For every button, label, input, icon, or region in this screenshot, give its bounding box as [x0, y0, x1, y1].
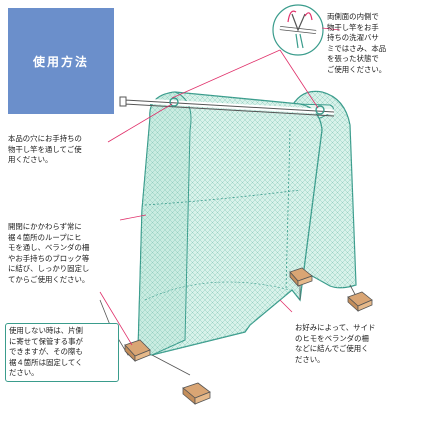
usage-title: 使用方法 [8, 8, 114, 114]
weight-block-back-right [347, 291, 373, 312]
note-fix-loops: 開閉にかかわらず常に 裾４箇所のループにヒ モを通し、ベランダの柵 やお手持ちの… [8, 222, 90, 284]
note-pole-hole: 本品の穴にお手持ちの 物干し竿を通してご使 用ください。 [8, 134, 82, 165]
leader-lines [99, 27, 341, 346]
weight-block-back-left [289, 267, 313, 288]
note-storage: 使用しない時は、片側 に寄せて保管する事が できますが、その際も 裾４箇所は固定… [5, 323, 119, 382]
note-side-strings: お好みによって、サイド のヒモをベランダの柵 などに結んでご使用く ださい。 [295, 323, 376, 364]
drying-pole [119, 96, 335, 117]
net-front-body [137, 91, 323, 356]
weight-block-front-right [182, 382, 211, 405]
clip-detail-inset [272, 4, 324, 56]
note-clip-instructions: 両側面の内側で 物干し竿をお手 持ちの洗濯バサ ミではさみ、本品 を張った状態で… [327, 12, 387, 74]
